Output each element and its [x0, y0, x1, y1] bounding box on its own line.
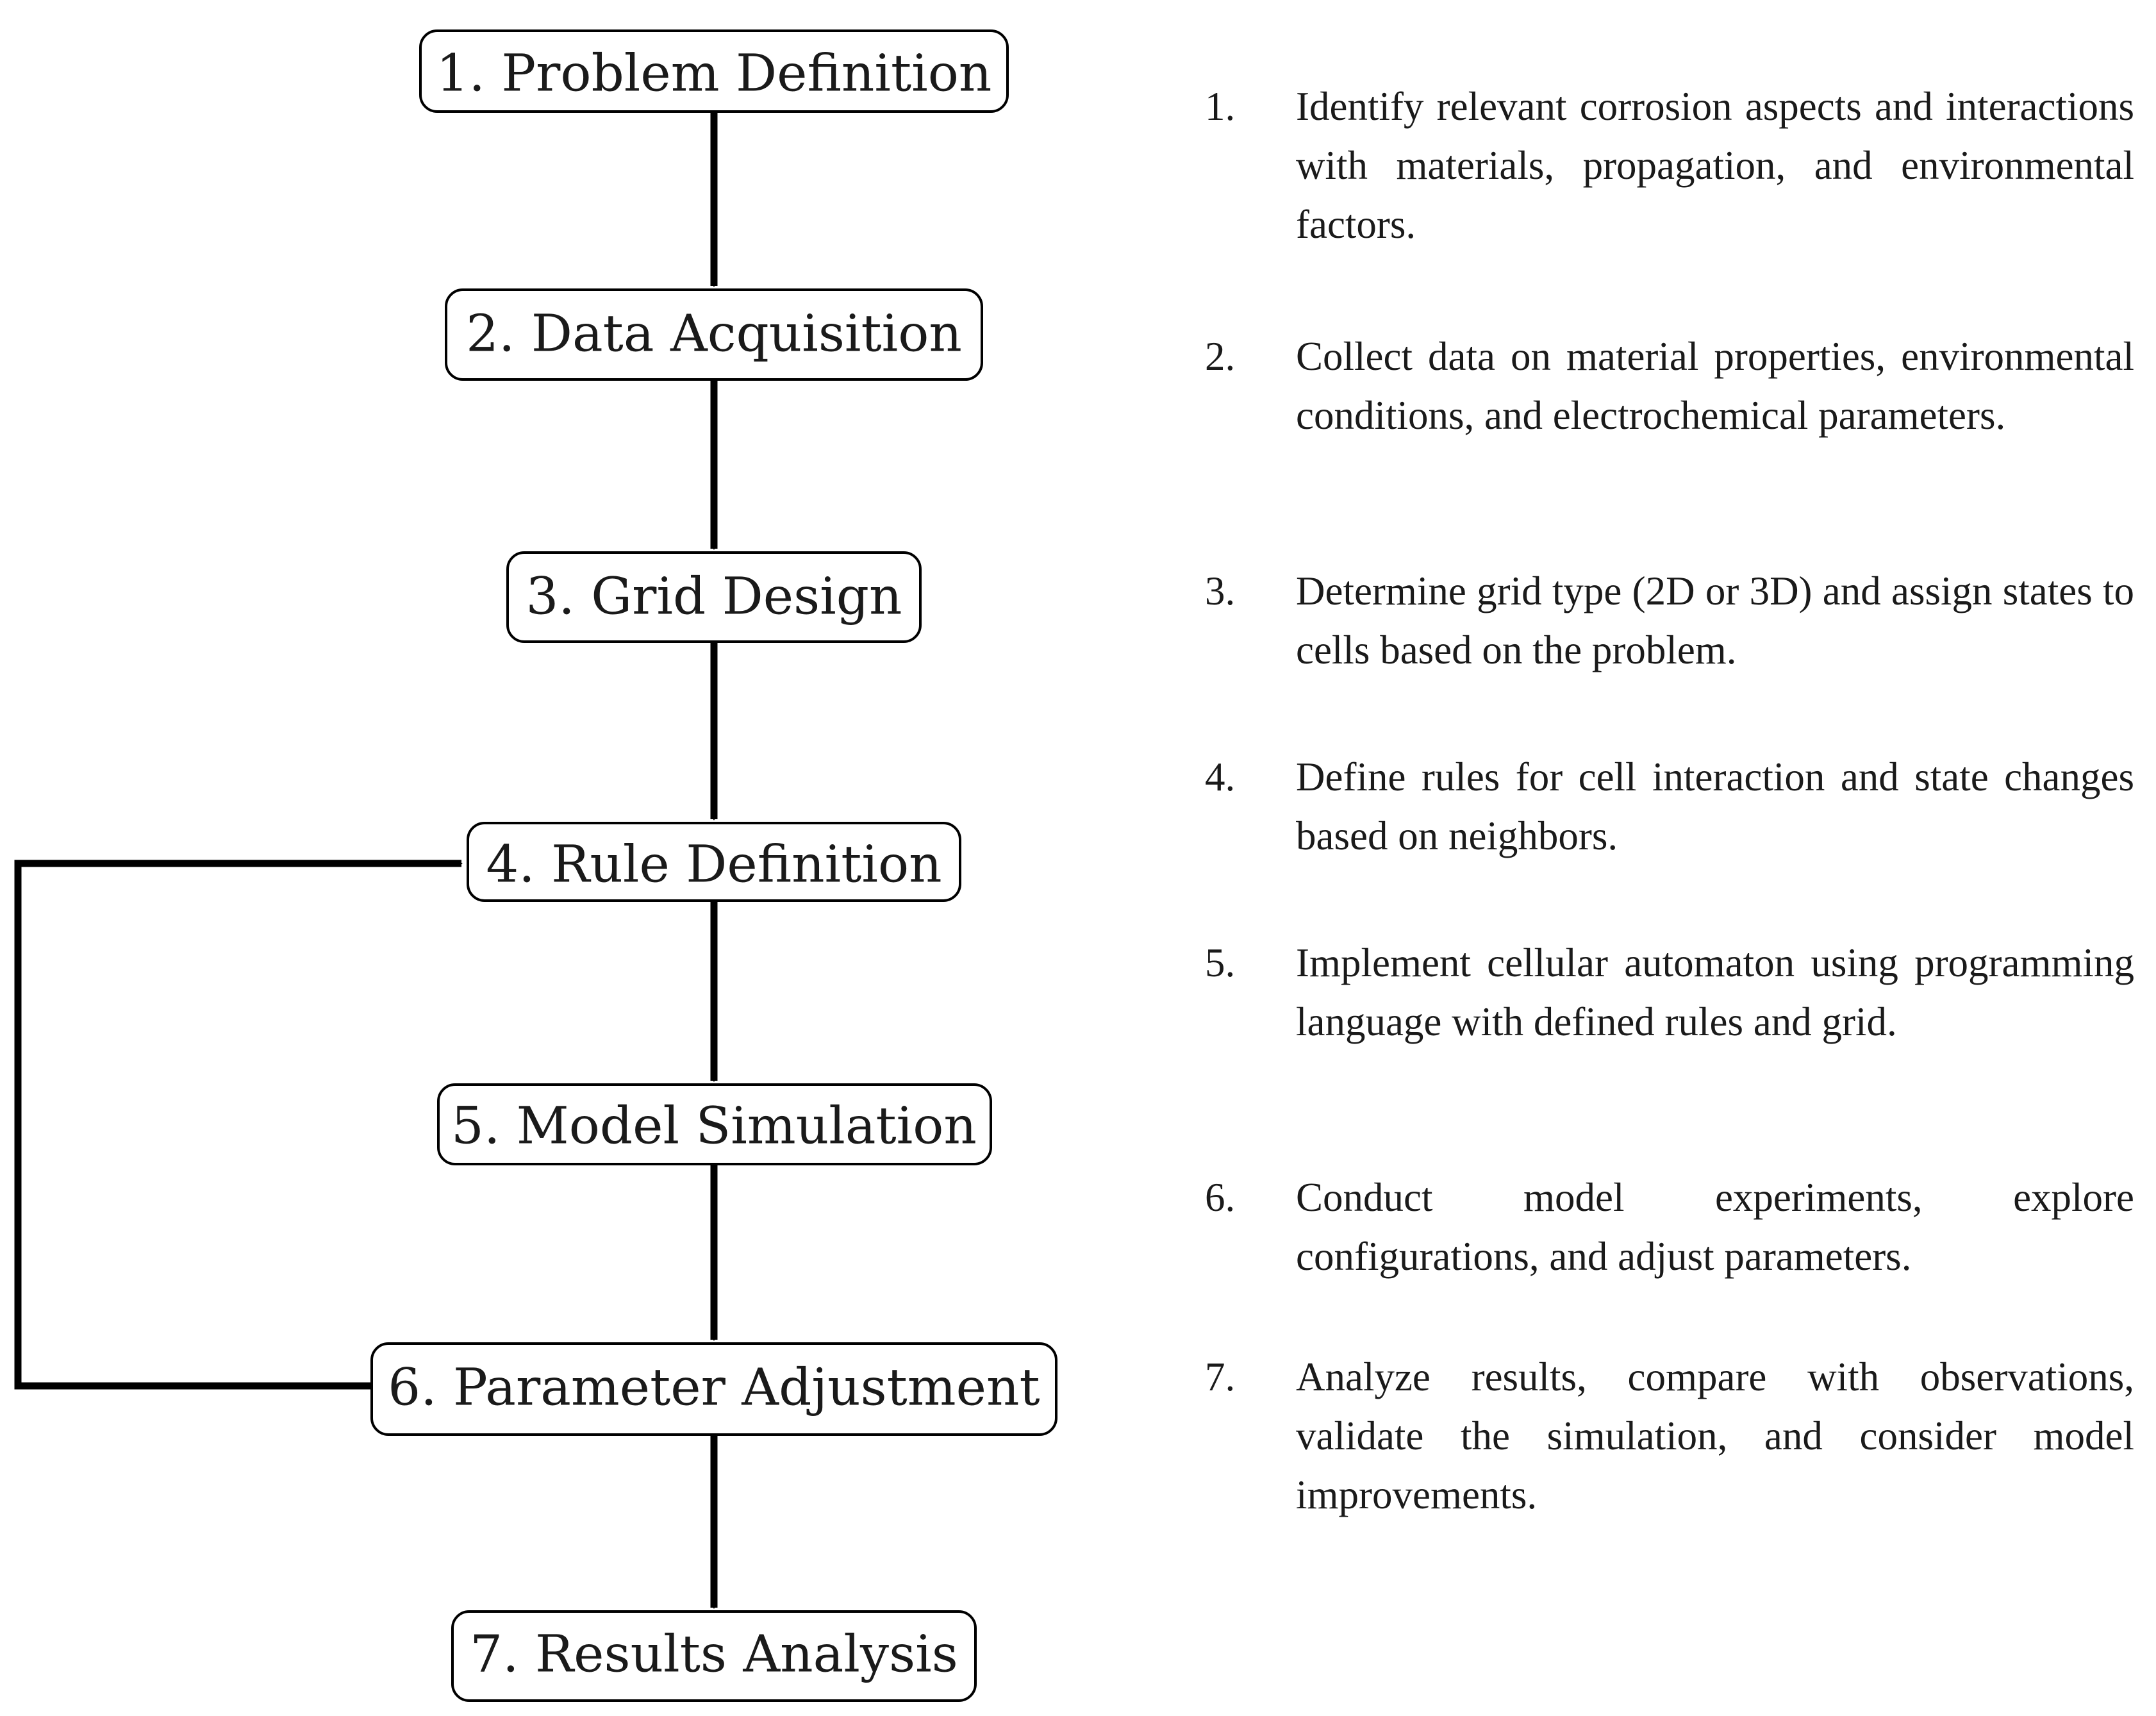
step-1-label: 1. Problem Definition — [436, 44, 992, 103]
description-number: 2. — [1205, 334, 1236, 379]
description-number: 7. — [1205, 1354, 1236, 1399]
step-1-box — [419, 29, 1009, 113]
step-3-label: 3. Grid Design — [526, 567, 902, 626]
description-number: 3. — [1205, 569, 1236, 613]
step-6-node: 6. Parameter Adjustment — [370, 1342, 1057, 1436]
step-4-node: 4. Rule Definition — [467, 822, 961, 902]
step-4-label: 4. Rule Definition — [486, 835, 941, 894]
description-text: Analyze results, compare with observatio… — [1296, 1354, 2134, 1517]
step-3-node: 3. Grid Design — [506, 551, 922, 643]
step-4-box — [467, 822, 961, 902]
description-text: Collect data on material properties, env… — [1296, 334, 2134, 438]
step-2-box — [445, 288, 983, 381]
description-number: 4. — [1205, 754, 1236, 799]
step-1-node: 1. Problem Definition — [419, 29, 1009, 113]
description-text: Identify relevant corrosion aspects and … — [1296, 84, 2134, 247]
step-7-label: 7. Results Analysis — [470, 1624, 958, 1684]
description-number: 1. — [1205, 84, 1236, 129]
step-5-label: 5. Model Simulation — [451, 1096, 977, 1156]
description-text: Define rules for cell interaction and st… — [1296, 754, 2134, 858]
description-number: 5. — [1205, 940, 1236, 985]
description-text: Implement cellular automaton using progr… — [1296, 940, 2134, 1044]
step-5-box — [437, 1083, 992, 1165]
description-text: Conduct model experiments, explore confi… — [1296, 1175, 2134, 1279]
step-7-node: 7. Results Analysis — [451, 1610, 977, 1702]
step-7-box — [451, 1610, 977, 1702]
description-number: 6. — [1205, 1175, 1236, 1220]
step-2-label: 2. Data Acquisition — [466, 304, 962, 363]
feedback-arrow-6-to-4 — [14, 860, 461, 1390]
step-6-box — [370, 1342, 1057, 1436]
description-text: Determine grid type (2D or 3D) and assig… — [1296, 569, 2134, 672]
step-2-node: 2. Data Acquisition — [445, 288, 983, 381]
step-6-label: 6. Parameter Adjustment — [388, 1358, 1040, 1417]
step-3-box — [506, 551, 922, 643]
step-5-node: 5. Model Simulation — [437, 1083, 992, 1165]
